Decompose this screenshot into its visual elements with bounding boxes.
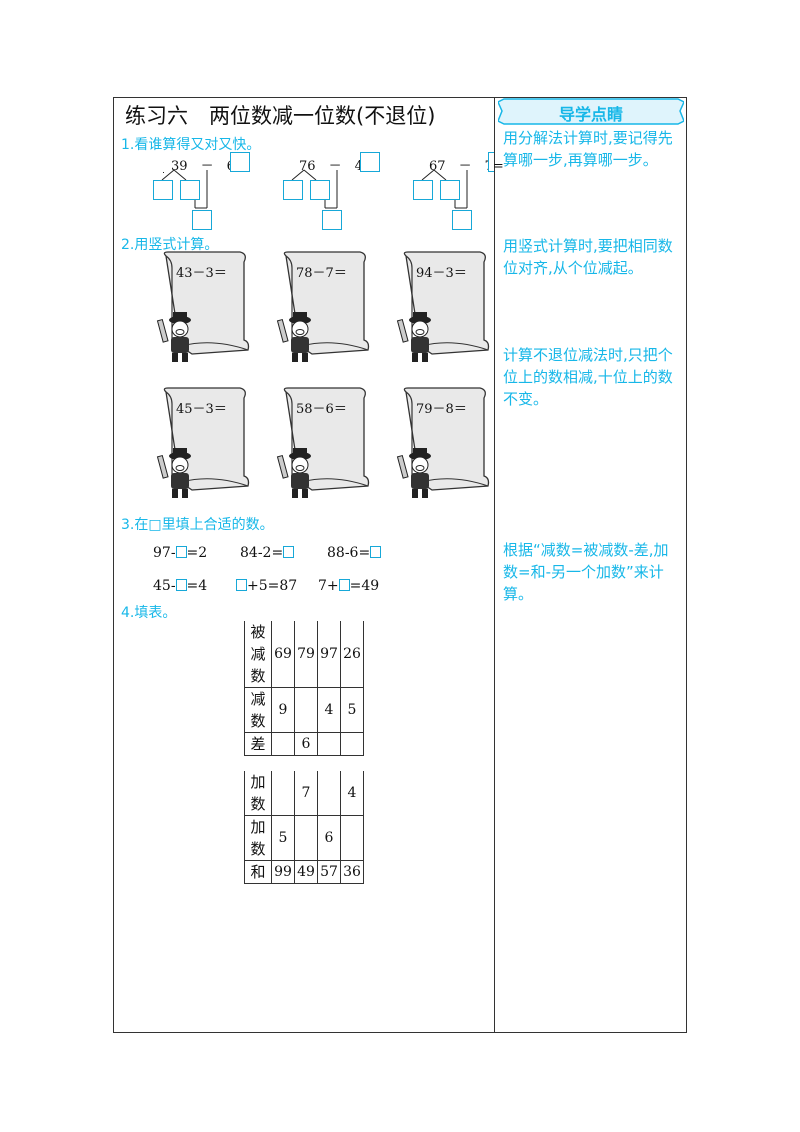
decompose-lines [291, 169, 338, 209]
blank-box[interactable] [370, 546, 382, 558]
fill-in-4: 45-=4 [153, 578, 208, 594]
vertical-calc-expression: 79－8＝ [416, 402, 467, 417]
blank-box[interactable] [283, 546, 295, 558]
value-cell: 69 [271, 621, 295, 688]
scroll-card: 45－3＝ [152, 386, 252, 506]
decompose-lines [421, 169, 468, 209]
blank-box[interactable] [175, 579, 187, 591]
split-box[interactable] [310, 180, 330, 200]
value-cell: 36 [340, 860, 364, 884]
value-cell: 57 [317, 860, 341, 884]
tip-4: 根据“减数=被减数-差,加数=和-另一个加数”来计算。 [503, 541, 669, 603]
row-label: 加数 [244, 815, 272, 861]
fill-in-1: 97-=2 [153, 545, 208, 561]
vertical-calc-expression: 94－3＝ [416, 266, 467, 281]
value-cell: 6 [317, 815, 341, 861]
value-cell: 49 [294, 860, 318, 884]
value-cell: 4 [317, 687, 341, 733]
blank-cell[interactable] [271, 771, 295, 816]
vertical-calc-expression: 43－3＝ [176, 266, 227, 281]
step-box[interactable] [192, 210, 212, 230]
value-cell: 5 [340, 687, 364, 733]
scroll-card: 58－6＝ [272, 386, 372, 506]
value-cell: 79 [294, 621, 318, 688]
split-box[interactable] [440, 180, 460, 200]
split-box[interactable] [283, 180, 303, 200]
step-box[interactable] [322, 210, 342, 230]
vertical-calc-expression: 78－7＝ [296, 266, 347, 281]
scroll-card: 94－3＝ [392, 250, 492, 370]
fill-in-5: +5=87 [236, 578, 297, 594]
pig-icon [276, 312, 311, 362]
fill-in-2: 84-2= [240, 545, 295, 561]
blank-box[interactable] [338, 579, 350, 591]
value-cell: 97 [317, 621, 341, 688]
section-3-heading: 3.在□里填上合适的数。 [121, 517, 274, 533]
blank-cell[interactable] [317, 771, 341, 816]
blank-box[interactable] [236, 579, 247, 591]
value-cell: 99 [271, 860, 295, 884]
blank-box[interactable] [175, 546, 187, 558]
answer-box[interactable] [488, 152, 494, 172]
value-cell: 4 [340, 771, 364, 816]
scroll-card: 78－7＝ [272, 250, 372, 370]
row-label: 被减数 [244, 621, 272, 688]
pig-icon [156, 312, 191, 362]
blank-cell[interactable] [294, 687, 318, 733]
blank-cell[interactable] [340, 815, 364, 861]
pig-icon [396, 448, 431, 498]
column-divider [494, 97, 495, 1033]
vertical-calc-expression: 58－6＝ [296, 402, 347, 417]
tip-3: 计算不退位减法时,只把个位上的数相减,十位上的数不变。 [503, 346, 673, 408]
row-label: 加数 [244, 771, 272, 816]
value-cell: 5 [271, 815, 295, 861]
sidebar-header: 导学点睛 [498, 98, 684, 125]
fill-in-6: 7+=49 [318, 578, 380, 594]
answer-box[interactable] [230, 152, 250, 172]
page-title: 练习六 两位数减一位数(不退位) [125, 104, 436, 128]
section-2-heading: 2.用竖式计算。 [121, 237, 219, 253]
pig-icon [396, 312, 431, 362]
blank-cell[interactable] [294, 815, 318, 861]
vertical-calc-expression: 45－3＝ [176, 402, 227, 417]
section-4-heading: 4.填表。 [121, 605, 177, 621]
scroll-card: 43－3＝ [152, 250, 252, 370]
decompose-lines [161, 169, 208, 209]
value-cell: 26 [340, 621, 364, 688]
scroll-card: 79－8＝ [392, 386, 492, 506]
split-box[interactable] [180, 180, 200, 200]
value-cell: 6 [294, 732, 318, 756]
section-1-heading: 1.看谁算得又对又快。 [121, 137, 261, 153]
step-box[interactable] [452, 210, 472, 230]
value-cell: 9 [271, 687, 295, 733]
pig-icon [156, 448, 191, 498]
blank-cell[interactable] [340, 732, 364, 756]
blank-cell[interactable] [271, 732, 295, 756]
sidebar-header-label: 导学点睛 [558, 105, 623, 124]
row-label: 和 [244, 860, 272, 884]
value-cell: 7 [294, 771, 318, 816]
row-label: 减数 [244, 687, 272, 733]
answer-box[interactable] [360, 152, 380, 172]
worksheet-frame [113, 97, 687, 1033]
split-box[interactable] [153, 180, 173, 200]
tip-1: 用分解法计算时,要记得先算哪一步,再算哪一步。 [503, 129, 673, 169]
tip-2: 用竖式计算时,要把相同数位对齐,从个位减起。 [503, 237, 673, 277]
pig-icon [276, 448, 311, 498]
row-label: 差 [244, 732, 272, 756]
banner-shape [498, 98, 684, 125]
split-box[interactable] [413, 180, 433, 200]
blank-cell[interactable] [317, 732, 341, 756]
fill-in-3: 88-6= [327, 545, 382, 561]
